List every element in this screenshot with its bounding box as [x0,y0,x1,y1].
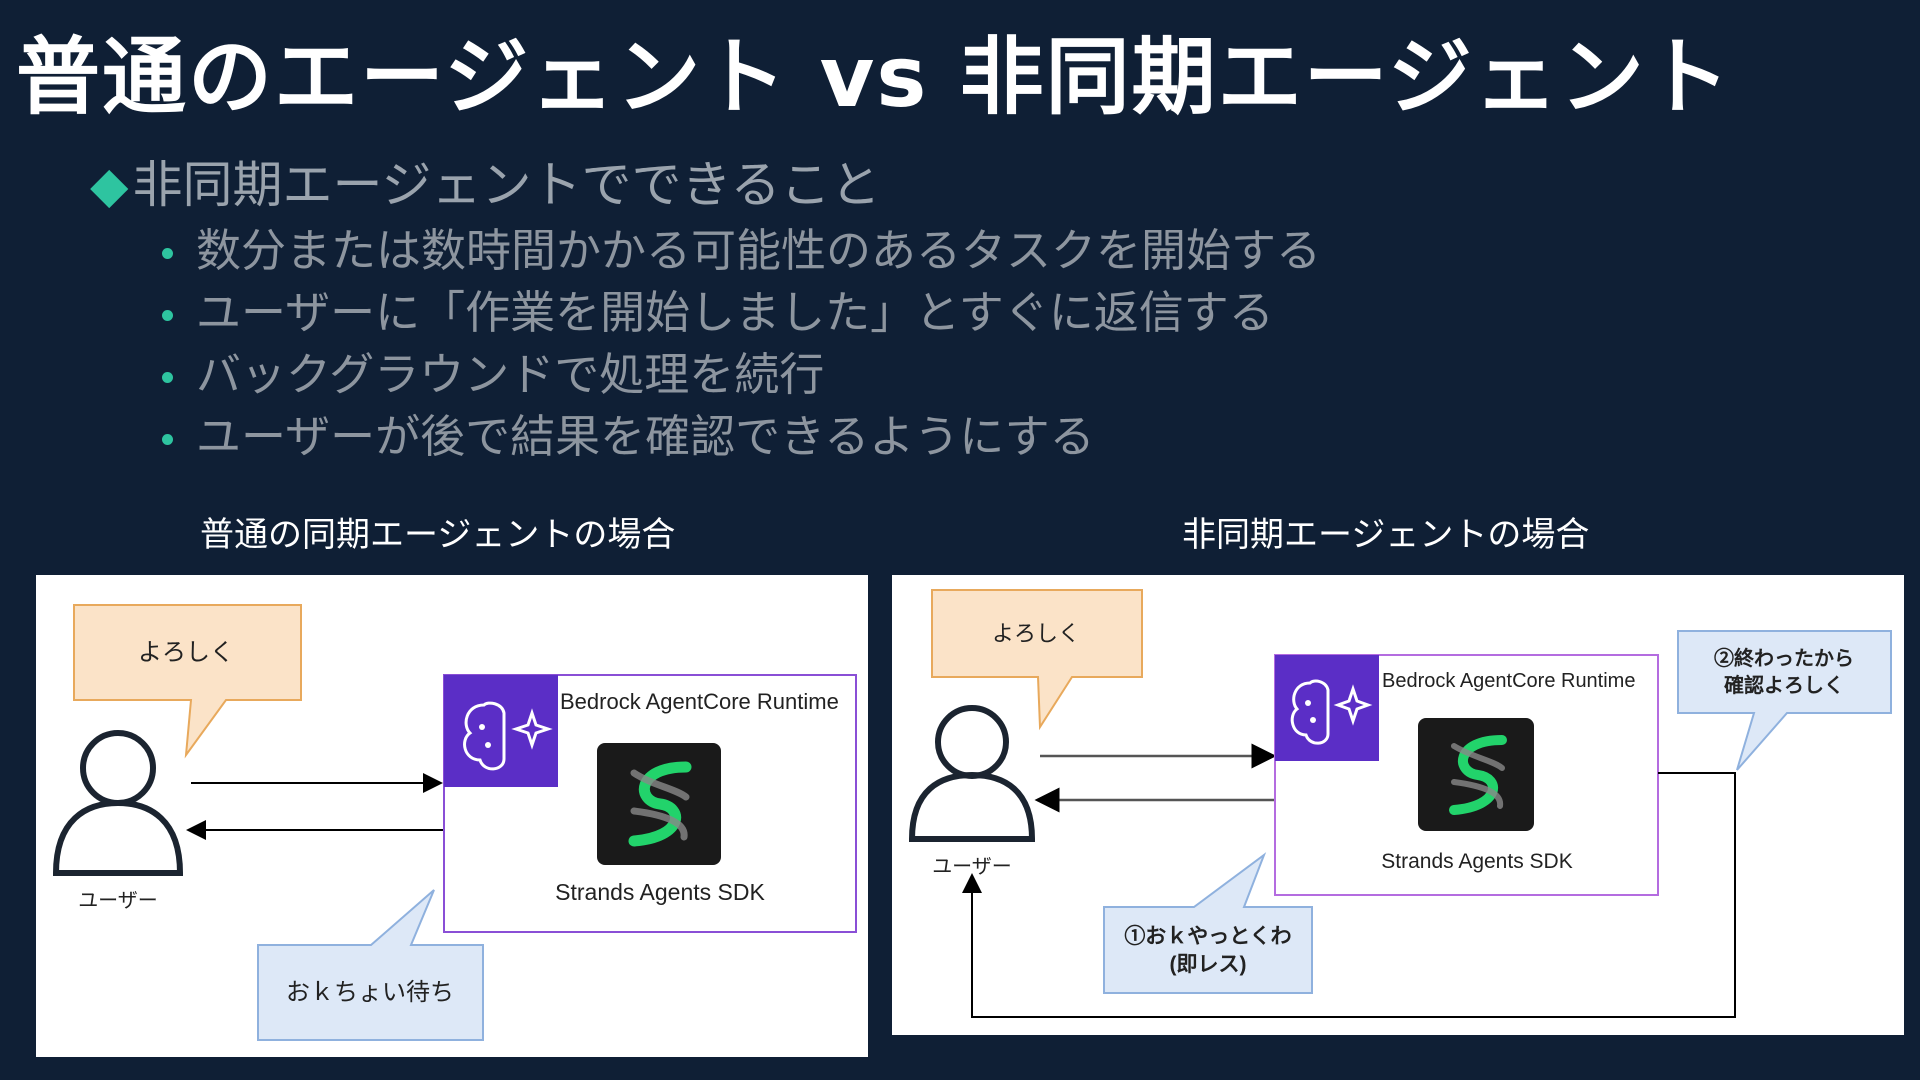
user-bubble-text: よろしく [992,621,1080,646]
sync-diagram-panel: よろしく ユーザー Bedrock AgentCore Runtime Stra… [36,575,868,1057]
strands-logo-icon [1418,718,1534,831]
left-diagram-caption: 普通の同期エージェントの場合 [200,515,676,555]
right-diagram-caption: 非同期エージェントの場合 [1182,515,1590,555]
reply-bubble-line2: (即レス) [1170,953,1247,976]
async-diagram-panel: よろしく ユーザー Bedrock AgentCore Runtime Stra… [892,575,1904,1035]
reply-bubble-text: おｋちょい待ち [286,979,454,1006]
subtitle-text: 非同期エージェントでできること [132,156,881,214]
strands-logo-icon [597,743,721,865]
user-speech-bubble: よろしく [931,589,1143,731]
done-bubble-line2: 確認よろしく [1724,673,1844,697]
user-icon [52,730,184,876]
page-title: 普通のエージェント vs 非同期エージェント [16,28,1732,126]
agentcore-brain-icon [1275,655,1379,761]
reply-bubble-line1: ①おｋやっとくわ [1124,924,1291,948]
agentcore-brain-icon [444,675,558,787]
bullet-item: ユーザーに「作業を開始しました」とすぐに返信する [158,282,1321,344]
completion-notice-arrow [962,772,1736,1018]
sdk-label: Strands Agents SDK [1381,850,1572,873]
done-bubble-line1: ②終わったから [1714,646,1854,670]
diamond-bullet-icon: ◆ [90,156,129,214]
bullet-item: バックグラウンドで処理を続行 [158,344,1321,406]
completion-bubble: ②終わったから 確認よろしく [1677,630,1892,771]
user-speech-bubble: よろしく [73,604,302,759]
bullet-item: ユーザーが後で結果を確認できるようにする [158,406,1321,468]
user-label: ユーザー [932,856,1012,878]
immediate-reply-bubble: ①おｋやっとくわ (即レス) [1103,852,1313,994]
subtitle: ◆非同期エージェントでできること [90,150,880,220]
user-label: ユーザー [78,890,158,912]
sdk-label: Strands Agents SDK [555,879,765,905]
bullet-list: 数分または数時間かかる可能性のあるタスクを開始する ユーザーに「作業を開始しまし… [158,220,1321,468]
user-icon [908,705,1036,842]
bullet-item: 数分または数時間かかる可能性のあるタスクを開始する [158,220,1321,282]
runtime-label: Bedrock AgentCore Runtime [560,689,839,714]
user-bubble-text: よろしく [138,639,234,666]
reply-speech-bubble: おｋちょい待ち [257,889,484,1041]
runtime-label: Bedrock AgentCore Runtime [1382,670,1635,692]
